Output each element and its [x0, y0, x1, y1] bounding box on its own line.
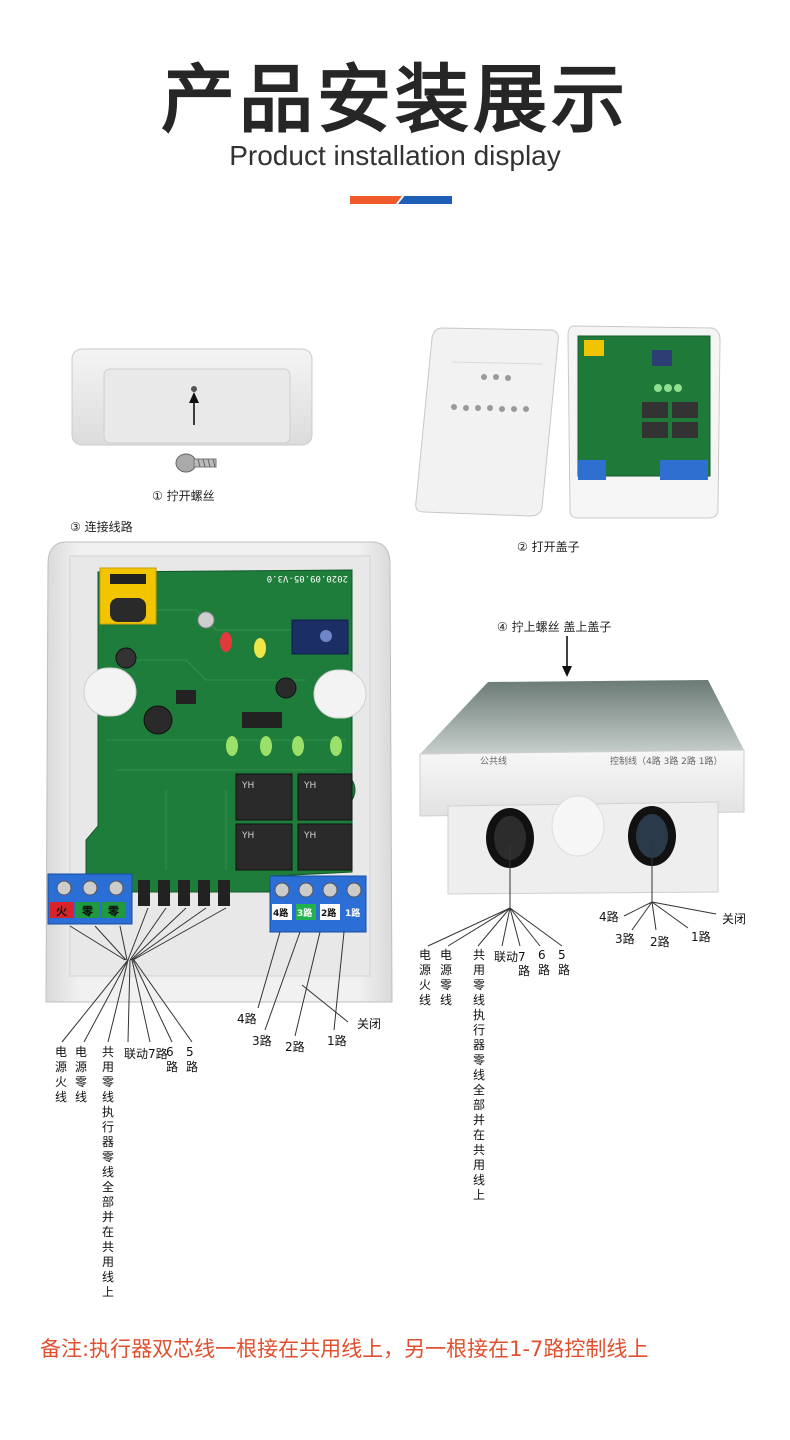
step-1-label: ① 拧开螺丝 — [152, 489, 215, 503]
svg-text:YH: YH — [241, 781, 254, 791]
svg-text:公共线: 公共线 — [480, 755, 507, 767]
svg-text:1路: 1路 — [345, 907, 361, 919]
label-left-neutral: 电源零线 — [74, 1045, 87, 1104]
label-right-ch5: 5路 — [558, 948, 571, 977]
svg-text:火: 火 — [56, 905, 68, 918]
accent-bar-right — [398, 196, 452, 204]
label-left-live: 电源火线 — [54, 1045, 67, 1104]
label-left-link7: 联动7路 — [124, 1047, 168, 1061]
svg-text:零: 零 — [81, 905, 94, 918]
svg-text:4路: 4路 — [273, 907, 289, 919]
svg-text:YH: YH — [241, 831, 254, 841]
label-left-ch4: 4路 — [237, 1012, 257, 1026]
label-right-common: 共用零线执行器零线全部并在共用线上 — [472, 948, 485, 1202]
label-left-close: 关闭 — [357, 1017, 382, 1031]
left-terminal-block: 火 零 零 — [47, 873, 133, 925]
label-right-link7: 联动7 — [494, 950, 526, 964]
label-right-neutral: 电源零线 — [439, 948, 452, 1007]
label-right-link7-suffix: 路 — [518, 964, 531, 978]
page-subtitle: Product installation display — [229, 140, 561, 171]
step-2-label: ② 打开盖子 — [517, 540, 580, 554]
label-right-close: 关闭 — [722, 912, 747, 926]
label-left-common: 共用零线执行器零线全部并在共用线上 — [101, 1045, 114, 1299]
svg-text:2路: 2路 — [321, 907, 337, 919]
board-illustration: 2020.09.05-V3.0 YH YH YH YH 火 零 零 — [45, 541, 393, 1003]
svg-text:3路: 3路 — [297, 907, 313, 919]
label-right-live: 电源火线 — [418, 948, 431, 1007]
step-4-label: ④ 拧上螺丝 盖上盖子 — [497, 620, 612, 634]
label-left-ch5: 5路 — [186, 1045, 199, 1074]
enclosure-front-illustration: 公共线 控制线（4路 3路 2路 1路） — [419, 680, 745, 895]
lid-shape — [415, 327, 559, 517]
opened-box-illustration — [415, 325, 721, 519]
label-left-ch1: 1路 — [327, 1034, 347, 1048]
down-arrow-icon — [562, 636, 572, 677]
label-left-ch3: 3路 — [252, 1034, 272, 1048]
label-right-ch1: 1路 — [691, 930, 711, 944]
base-shape — [567, 325, 721, 519]
svg-text:YH: YH — [303, 831, 316, 841]
label-right-ch6: 6路 — [538, 948, 551, 977]
footnote: 备注:执行器双芯线一根接在共用线上，另一根接在1-7路控制线上 — [40, 1337, 649, 1361]
label-left-ch6: 6路 — [166, 1045, 179, 1074]
closed-box-illustration — [71, 348, 313, 473]
step-3-label: ③ 连接线路 — [70, 520, 133, 534]
svg-text:2020.09.05-V3.0: 2020.09.05-V3.0 — [267, 573, 348, 583]
svg-text:控制线（4路 3路 2路 1路）: 控制线（4路 3路 2路 1路） — [610, 755, 723, 767]
label-right-ch2: 2路 — [650, 935, 670, 949]
right-terminal-block: 4路 3路 2路 1路 — [269, 875, 367, 933]
svg-text:YH: YH — [303, 781, 316, 791]
label-right-ch4: 4路 — [599, 910, 619, 924]
screw-icon — [175, 453, 217, 473]
label-right-ch3: 3路 — [615, 932, 635, 946]
page-title: 产品安装展示 — [161, 57, 629, 143]
accent-bar-left — [350, 196, 402, 204]
label-left-ch2: 2路 — [285, 1040, 305, 1054]
svg-text:零: 零 — [107, 905, 120, 918]
